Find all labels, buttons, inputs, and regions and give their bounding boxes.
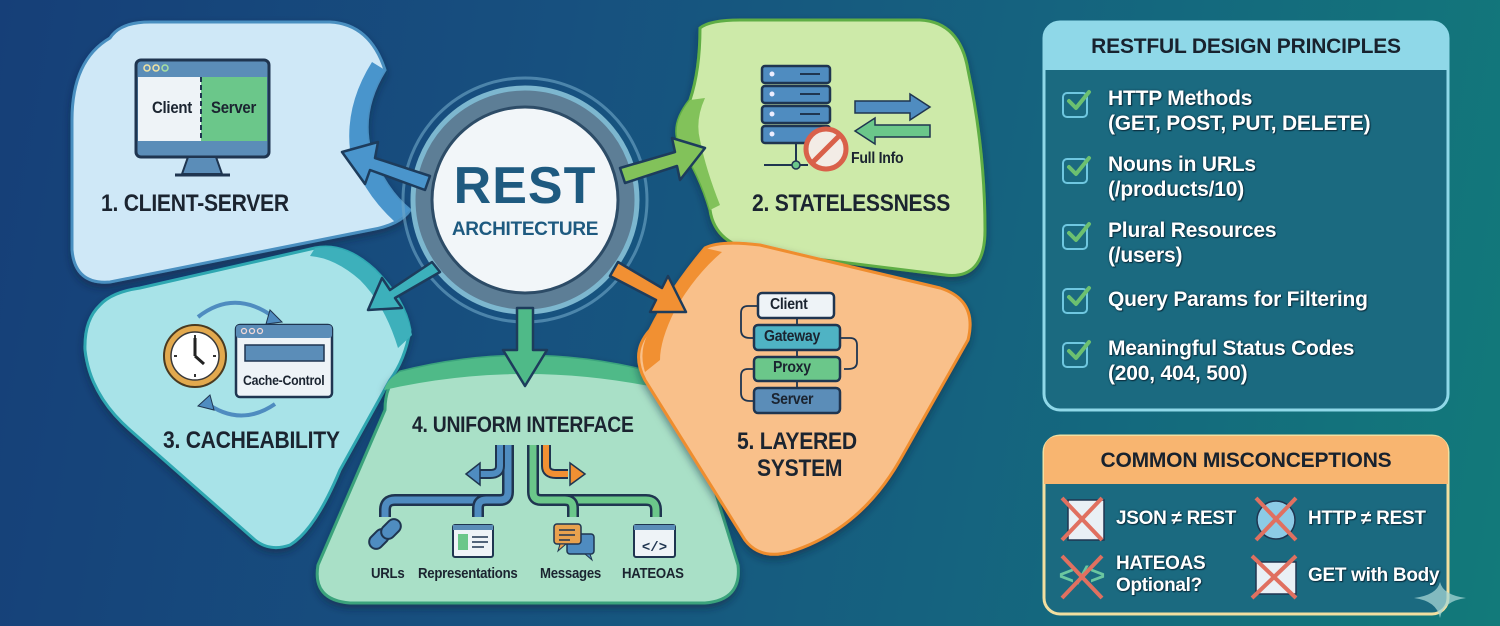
clock-icon <box>163 324 227 388</box>
layer-gateway-label: Gateway <box>764 328 821 345</box>
no-state-icon <box>803 126 849 172</box>
response-arrow-icon <box>853 116 931 146</box>
misconceptions-title: COMMON MISCONCEPTIONS <box>1100 449 1392 472</box>
uniform-connectors <box>379 445 662 517</box>
uniform-interface-title: 4. UNIFORM INTERFACE <box>412 412 634 437</box>
arrow-to-cacheability <box>366 260 442 312</box>
principle-text: Meaningful Status Codes <box>1108 337 1355 360</box>
cache-control-label: Cache-Control <box>243 372 325 388</box>
checkbox-checked-icon <box>1062 90 1091 118</box>
full-info-label: Full Info <box>851 150 904 167</box>
misconception-text: HTTP ≠ REST <box>1308 508 1426 529</box>
arrow-to-client-server <box>340 140 432 192</box>
client-label: Client <box>152 98 192 117</box>
statelessness-title: 2. STATELESSNESS <box>752 190 951 217</box>
misconception-text: HATEOAS <box>1116 553 1206 574</box>
uniform-item-representations: Representations <box>418 565 518 582</box>
left-branch-arrowhead <box>464 461 481 487</box>
principle-item: Query Params for Filtering <box>1062 286 1368 314</box>
misconception-text: JSON ≠ REST <box>1116 508 1237 529</box>
principle-text: Plural Resources <box>1108 219 1277 242</box>
code-window-icon: </> <box>633 524 676 558</box>
layer-connectors <box>740 305 858 402</box>
checkbox-checked-icon <box>1062 156 1091 184</box>
arrow-to-uniform-interface <box>501 306 549 388</box>
center-hub <box>401 76 649 324</box>
principle-item: Nouns in URLs(/products/10) <box>1062 152 1256 202</box>
checkbox-checked-icon <box>1062 222 1091 250</box>
server-label: Server <box>211 98 257 117</box>
sparkle-icon <box>1414 582 1466 618</box>
svg-text:</>: </> <box>642 540 667 556</box>
envelope-crossed-icon <box>1250 554 1298 600</box>
layer-box-client <box>756 291 836 320</box>
uniform-item-messages: Messages <box>540 565 601 582</box>
right-branch-arrowhead <box>569 461 587 487</box>
misconceptions-panel: COMMON MISCONCEPTIONS JSON ≠ REST HTTP ≠… <box>1044 436 1448 614</box>
uniform-item-urls: URLs <box>371 565 405 582</box>
misconception-item: HTTP ≠ REST <box>1298 508 1426 530</box>
principle-subtext: (200, 404, 500) <box>1108 362 1248 385</box>
globe-crossed-icon <box>1254 496 1298 542</box>
checkbox-checked-icon <box>1062 286 1091 314</box>
monitor-icon <box>134 58 271 177</box>
layer-client-label: Client <box>770 296 808 313</box>
principle-subtext: (/users) <box>1108 244 1183 267</box>
principle-text: HTTP Methods <box>1108 87 1253 110</box>
document-crossed-icon <box>1060 496 1105 542</box>
misconception-item: JSON ≠ REST <box>1106 508 1236 530</box>
misconception-text: GET with Body <box>1308 565 1440 586</box>
principle-item: HTTP Methods(GET, POST, PUT, DELETE) <box>1062 86 1371 136</box>
link-icon <box>368 518 402 550</box>
principle-text: Query Params for Filtering <box>1108 288 1368 311</box>
center-title: REST <box>453 157 597 215</box>
principle-text: Nouns in URLs <box>1108 153 1256 176</box>
design-principles-box <box>1042 20 1450 412</box>
layered-system-title-line1: 5. LAYERED <box>737 428 857 455</box>
misconception-item: GET with Body <box>1298 565 1440 587</box>
layer-server-label: Server <box>771 391 814 408</box>
principle-item: Plural Resources(/users) <box>1062 218 1277 268</box>
arrow-to-statelessness <box>618 136 707 185</box>
principle-subtext: (/products/10) <box>1108 178 1245 201</box>
center-subtitle: ARCHITECTURE <box>451 219 599 240</box>
client-server-title: 1. CLIENT-SERVER <box>101 190 289 217</box>
cache-window-icon <box>234 323 334 399</box>
layer-box-proxy <box>752 355 842 383</box>
principle-item: Meaningful Status Codes(200, 404, 500) <box>1062 336 1354 386</box>
cycle-arrowhead-top <box>265 309 284 325</box>
uniform-item-hateoas: HATEOAS <box>622 565 684 582</box>
layered-system-title-line2: SYSTEM <box>757 455 843 482</box>
request-arrow-icon <box>854 92 932 122</box>
layer-box-gateway <box>752 323 842 352</box>
layer-proxy-label: Proxy <box>773 359 811 376</box>
design-principles-title: RESTFUL DESIGN PRINCIPLES <box>1091 35 1401 58</box>
chat-bubbles-icon <box>553 523 595 562</box>
principle-subtext: (GET, POST, PUT, DELETE) <box>1108 112 1371 135</box>
design-principles-panel: RESTFUL DESIGN PRINCIPLES HTTP Methods(G… <box>1044 22 1448 410</box>
cacheability-title: 3. CACHEABILITY <box>163 427 340 454</box>
cycle-arrowhead-bottom <box>196 394 215 411</box>
checkbox-checked-icon <box>1062 340 1091 368</box>
code-crossed-icon: </> <box>1059 554 1105 600</box>
document-icon <box>452 524 494 558</box>
misconception-subtext: Optional? <box>1116 575 1202 596</box>
arrow-to-layered-system <box>608 260 688 314</box>
misconceptions-box <box>1042 434 1450 616</box>
layer-box-server <box>752 386 842 415</box>
